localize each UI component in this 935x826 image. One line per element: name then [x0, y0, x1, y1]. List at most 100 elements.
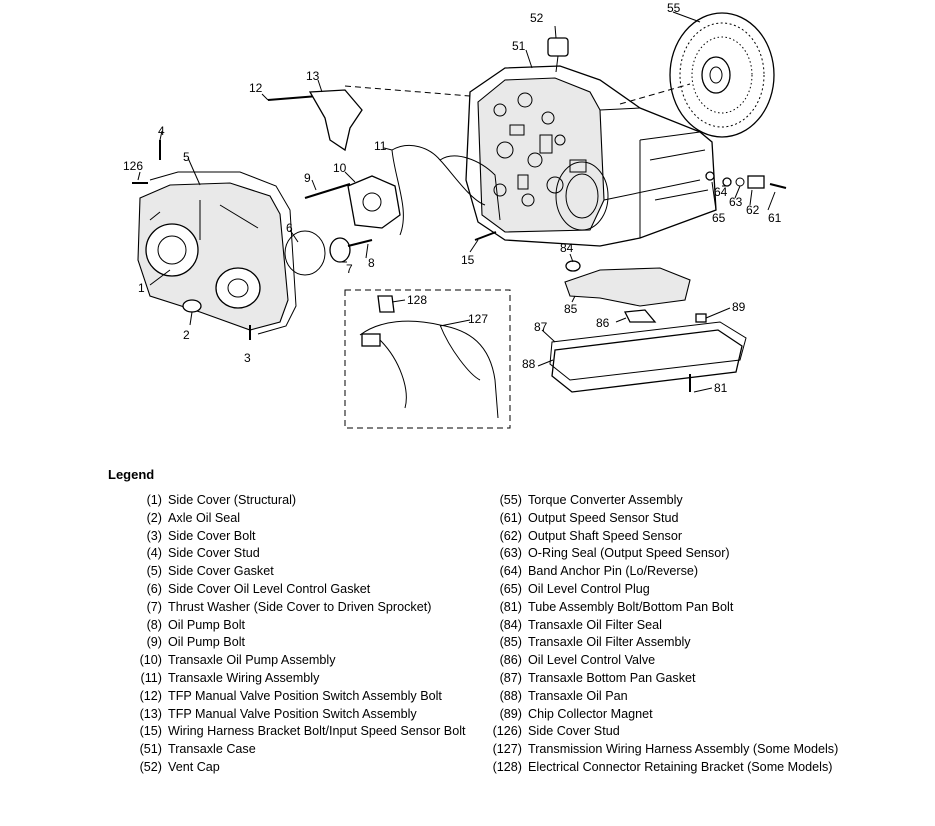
legend-item-description: Electrical Connector Retaining Bracket (…: [528, 759, 833, 774]
legend-item-description: Transaxle Oil Pan: [528, 688, 628, 703]
legend-item-number: (63): [499, 546, 522, 561]
legend-item: (84)Transaxle Oil Filter Seal: [486, 618, 926, 633]
callout-13: 13: [306, 69, 320, 83]
legend-item-number: (127): [492, 742, 522, 757]
callout-11: 11: [374, 139, 387, 153]
legend-item: (65)Oil Level Control Plug: [486, 582, 926, 597]
oil-filter: [564, 267, 691, 307]
legend-item: (81)Tube Assembly Bolt/Bottom Pan Bolt: [486, 600, 926, 615]
callout-52: 52: [530, 11, 544, 25]
legend-item: (12)TFP Manual Valve Position Switch Ass…: [126, 689, 476, 704]
legend-item-number: (15): [139, 724, 162, 739]
legend-item-number: (62): [499, 528, 522, 543]
legend-left-column: (1) Side Cover (Structural) (2) Axle Oil Se…: [126, 493, 476, 778]
legend-item-number: (81): [499, 599, 522, 614]
callout-62: 62: [746, 203, 760, 217]
oil-level-control-valve: [623, 309, 657, 323]
callout-10: 10: [333, 161, 347, 175]
legend-item: (88)Transaxle Oil Pan: [486, 689, 926, 704]
legend-item: (10)Transaxle Oil Pump Assembly: [126, 653, 476, 668]
exploded-transaxle-diagram: 1 2 3 4 5 6 7 8 9 10 11 12 13 15 51 52 5…: [123, 1, 787, 429]
legend-item-number: (128): [492, 759, 522, 774]
callout-84: 84: [560, 241, 574, 255]
vent-cap: [547, 37, 569, 73]
output-speed-sensor-parts: [705, 171, 765, 189]
legend-item-description: Side Cover Stud: [168, 546, 260, 561]
legend-item-description: Transaxle Wiring Assembly: [168, 670, 320, 685]
legend-item: (4)Side Cover Stud: [126, 546, 476, 561]
legend-item-number: (5): [146, 564, 162, 579]
legend-item-description: TFP Manual Valve Position Switch Assembl…: [168, 688, 442, 703]
callout-85: 85: [564, 302, 578, 316]
oil-level-control-gasket: [284, 230, 326, 276]
legend-item-number: (89): [499, 706, 522, 721]
wiring-harness-127: [359, 320, 499, 419]
legend-item: (6)Side Cover Oil Level Control Gasket: [126, 582, 476, 597]
filter-seal: [565, 260, 581, 272]
callout-89: 89: [732, 300, 746, 314]
legend-item-number: (11): [140, 670, 162, 685]
legend-item-number: (9): [146, 635, 162, 650]
callout-labels: 1 2 3 4 5 6 7 8 9 10 11 12 13 15 51 52 5…: [123, 1, 782, 395]
legend-item-number: (10): [139, 653, 162, 668]
legend-item: (11) Transaxle Wiring Assembly: [126, 671, 476, 686]
legend-item-description: Side Cover Gasket: [168, 564, 274, 579]
legend-item-number: (7): [146, 599, 162, 614]
legend-item-number: (8): [146, 617, 162, 632]
callout-55: 55: [667, 1, 681, 15]
callout-61: 61: [768, 211, 782, 225]
legend-item: (89)Chip Collector Magnet: [486, 707, 926, 722]
legend-item-description: TFP Manual Valve Position Switch Assembl…: [168, 706, 417, 721]
legend-item-description: Oil Pump Bolt: [168, 635, 245, 650]
legend-item-number: (85): [499, 635, 522, 650]
legend-item-description: Transaxle Bottom Pan Gasket: [528, 670, 696, 685]
legend-item-number: (87): [499, 670, 522, 685]
callout-86: 86: [596, 316, 610, 330]
legend-item: (51)Transaxle Case: [126, 742, 476, 757]
legend-item-number: (126): [492, 724, 522, 739]
legend-item: (52)Vent Cap: [126, 760, 476, 775]
legend-item-number: (65): [499, 581, 522, 596]
legend-right-column: (55)Torque Converter Assembly(61)Output …: [486, 493, 926, 778]
legend-item-number: (1): [146, 493, 162, 507]
torque-converter: [669, 12, 775, 138]
legend-item-number: (86): [499, 653, 522, 668]
leader-lines: [137, 11, 776, 393]
legend-item: (85) Transaxle Oil Filter Assembly: [486, 635, 926, 650]
legend-item: (1) Side Cover (Structural): [126, 493, 476, 508]
callout-128: 128: [407, 293, 427, 307]
wiring-assembly: [391, 145, 501, 236]
legend-item: (87) Transaxle Bottom Pan Gasket: [486, 671, 926, 686]
callout-8: 8: [368, 256, 375, 270]
callout-65: 65: [712, 211, 726, 225]
callout-51: 51: [512, 39, 526, 53]
legend-item-description: Transaxle Oil Filter Assembly: [528, 635, 691, 650]
inset-box: [344, 289, 511, 429]
legend-item-description: Side Cover Stud: [528, 724, 620, 739]
legend-item-description: Axle Oil Seal: [168, 510, 241, 525]
legend-item-description: Output Speed Sensor Stud: [528, 510, 679, 525]
legend-item: (5) Side Cover Gasket: [126, 564, 476, 579]
legend-item-description: Band Anchor Pin (Lo/Reverse): [528, 564, 699, 579]
oil-pan: [551, 329, 743, 393]
legend-item: (15) Wiring Harness Bracket Bolt/Input Sp…: [126, 724, 476, 739]
legend-item-description: Torque Converter Assembly: [528, 493, 683, 507]
callout-4: 4: [158, 124, 165, 138]
legend-item: (3)Side Cover Bolt: [126, 529, 476, 544]
transaxle-case: [465, 65, 717, 247]
legend-item-number: (51): [139, 742, 162, 757]
callout-15: 15: [461, 253, 475, 267]
legend-item-description: Side Cover (Structural): [168, 493, 297, 507]
legend-item-number: (2): [146, 510, 162, 525]
callout-7: 7: [346, 262, 353, 276]
pan-gasket: [549, 321, 747, 381]
legend-item-number: (61): [499, 510, 522, 525]
legend-item-description: Wiring Harness Bracket Bolt/Input Speed …: [168, 724, 466, 739]
legend-item: (7)Thrust Washer (Side Cover to Driven S…: [126, 600, 476, 615]
legend-item-number: (84): [499, 617, 522, 632]
callout-126: 126: [123, 159, 143, 173]
legend-item-number: (6): [146, 581, 162, 596]
legend-item: (63)O-Ring Seal (Output Speed Sensor): [486, 546, 926, 561]
legend-item: (13)TFP Manual Valve Position Switch Ass…: [126, 707, 476, 722]
side-cover: [137, 182, 289, 331]
